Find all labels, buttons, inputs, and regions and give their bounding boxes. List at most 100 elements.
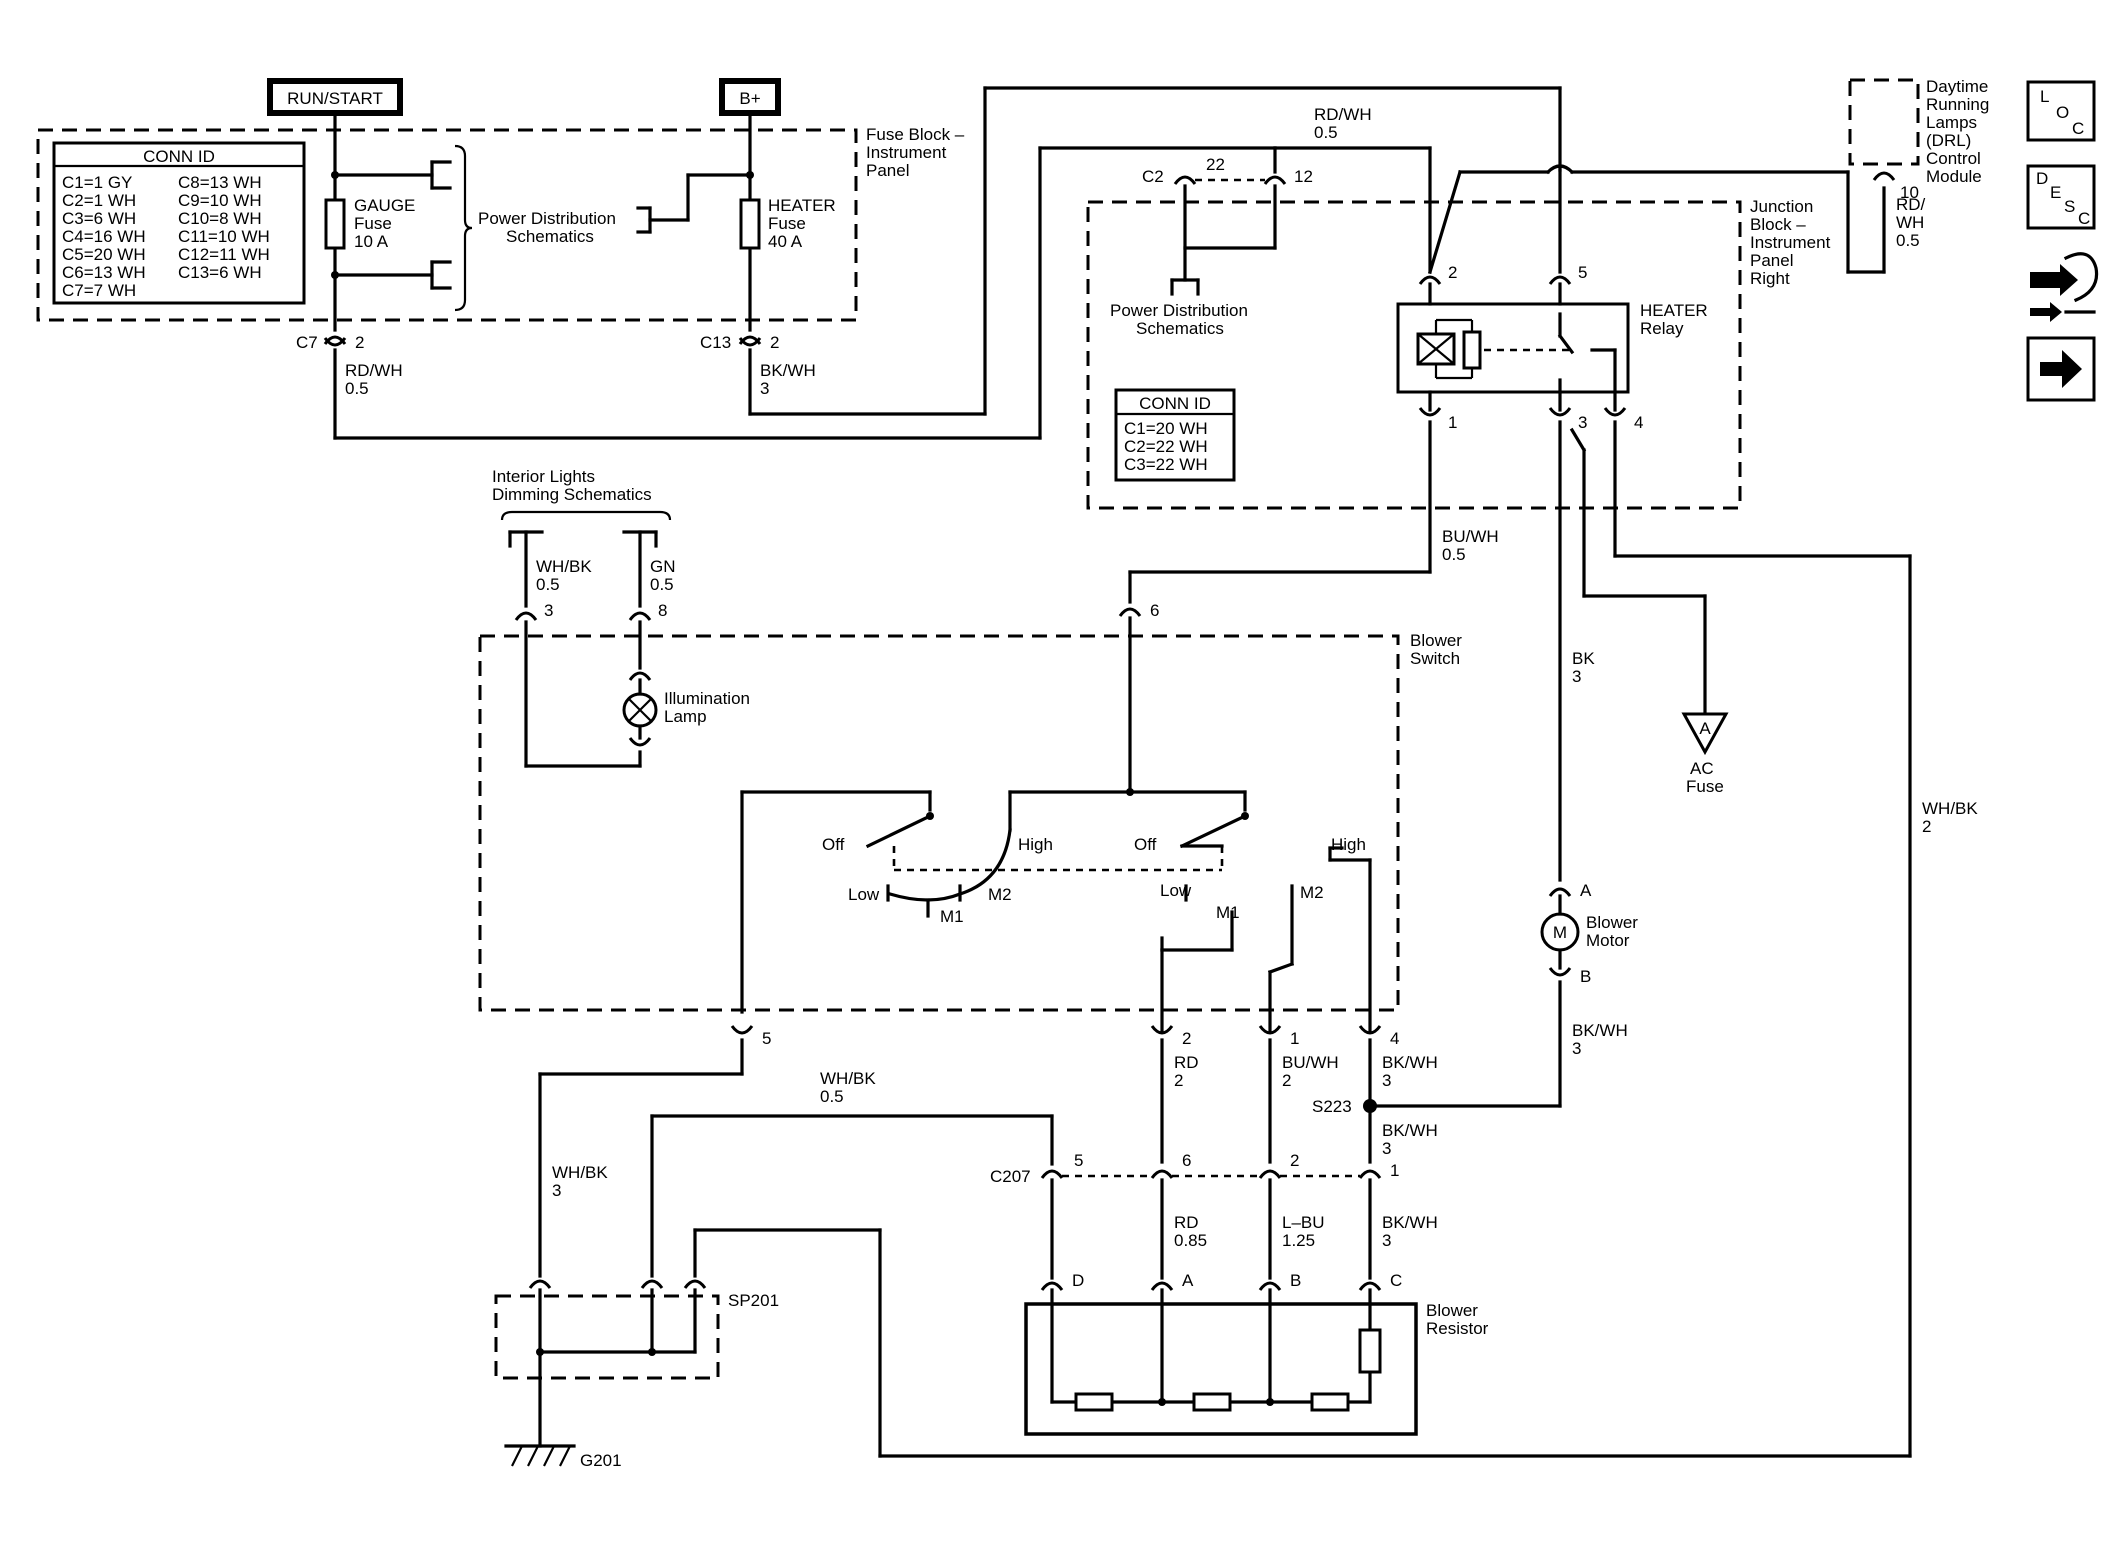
svg-text:Running: Running bbox=[1926, 95, 1989, 114]
connector-c13: C13 2 bbox=[700, 333, 779, 352]
svg-text:S223: S223 bbox=[1312, 1097, 1352, 1116]
svg-text:0.5: 0.5 bbox=[650, 575, 674, 594]
svg-text:GN: GN bbox=[650, 557, 676, 576]
resistor-pins: D A B C bbox=[1040, 1271, 1402, 1291]
svg-text:1.25: 1.25 bbox=[1282, 1231, 1315, 1250]
svg-text:C3=22 WH: C3=22 WH bbox=[1124, 455, 1208, 474]
svg-text:Control: Control bbox=[1926, 149, 1981, 168]
svg-text:L–BU: L–BU bbox=[1282, 1213, 1325, 1232]
svg-text:Low: Low bbox=[848, 885, 880, 904]
wire-wh-bk-05: WH/BK 0.5 bbox=[650, 1069, 1054, 1278]
power-distribution-ref-fuse-block: Power Distribution Schematics bbox=[454, 144, 752, 312]
svg-text:B: B bbox=[1290, 1271, 1301, 1290]
svg-text:GAUGE: GAUGE bbox=[354, 196, 415, 215]
svg-text:3: 3 bbox=[1382, 1139, 1391, 1158]
svg-text:D: D bbox=[2036, 169, 2048, 188]
svg-text:CONN ID: CONN ID bbox=[1139, 394, 1211, 413]
svg-text:C: C bbox=[2078, 209, 2090, 228]
svg-text:C4=16 WH: C4=16 WH bbox=[62, 227, 146, 246]
svg-text:M2: M2 bbox=[988, 885, 1012, 904]
drl-module: 10 Daytime Running Lamps (DRL) Control M… bbox=[1848, 77, 1989, 202]
svg-text:BK: BK bbox=[1572, 649, 1595, 668]
svg-text:3: 3 bbox=[544, 601, 553, 620]
svg-text:M1: M1 bbox=[940, 907, 964, 926]
svg-text:Low: Low bbox=[1160, 881, 1192, 900]
svg-text:1: 1 bbox=[1390, 1161, 1399, 1180]
next-arrow-icon[interactable] bbox=[2026, 336, 2096, 402]
svg-text:E: E bbox=[2050, 183, 2061, 202]
svg-text:C2=22 WH: C2=22 WH bbox=[1124, 437, 1208, 456]
svg-text:High: High bbox=[1331, 835, 1366, 854]
wire-bk-wh-3-switch: BK/WH 3 S223 BK/WH 3 bbox=[1312, 1038, 1562, 1164]
b-plus-header: B+ bbox=[719, 78, 781, 116]
svg-text:Motor: Motor bbox=[1586, 931, 1630, 950]
svg-text:Schematics: Schematics bbox=[506, 227, 594, 246]
svg-text:4: 4 bbox=[1390, 1029, 1399, 1048]
svg-text:2: 2 bbox=[1448, 263, 1457, 282]
svg-text:WH: WH bbox=[1896, 213, 1924, 232]
svg-text:C207: C207 bbox=[990, 1167, 1031, 1186]
svg-text:B: B bbox=[1580, 967, 1591, 986]
svg-text:5: 5 bbox=[1074, 1151, 1083, 1170]
svg-text:2: 2 bbox=[770, 333, 779, 352]
svg-text:C5=20 WH: C5=20 WH bbox=[62, 245, 146, 264]
svg-text:Dimming Schematics: Dimming Schematics bbox=[492, 485, 652, 504]
connector-c2: C2 22 12 bbox=[1142, 155, 1313, 186]
svg-text:Right: Right bbox=[1750, 269, 1790, 288]
svg-text:C10=8 WH: C10=8 WH bbox=[178, 209, 262, 228]
svg-text:HEATER: HEATER bbox=[1640, 301, 1708, 320]
svg-text:3: 3 bbox=[1572, 667, 1581, 686]
ac-fuse: A AC Fuse bbox=[1681, 712, 1729, 796]
svg-text:C12=11 WH: C12=11 WH bbox=[178, 245, 270, 264]
svg-text:Module: Module bbox=[1926, 167, 1982, 186]
svg-text:3: 3 bbox=[1572, 1039, 1581, 1058]
svg-text:Panel: Panel bbox=[1750, 251, 1793, 270]
power-distribution-ref-junction: Power Distribution Schematics bbox=[1110, 278, 1248, 338]
svg-text:0.5: 0.5 bbox=[1314, 123, 1338, 142]
svg-text:Resistor: Resistor bbox=[1426, 1319, 1489, 1338]
ground-g201: G201 bbox=[504, 1444, 622, 1470]
svg-text:2: 2 bbox=[1282, 1071, 1291, 1090]
blower-resistor: Blower Resistor bbox=[1024, 1288, 1489, 1436]
svg-text:M2: M2 bbox=[1300, 883, 1324, 902]
svg-text:0.5: 0.5 bbox=[1896, 231, 1920, 250]
svg-text:Interior Lights: Interior Lights bbox=[492, 467, 595, 486]
junction-block-label: Junction Block – Instrument Panel Right bbox=[1750, 197, 1831, 288]
svg-text:Off: Off bbox=[1134, 835, 1157, 854]
svg-text:Blower: Blower bbox=[1426, 1301, 1478, 1320]
switch-bottom-pins: 5 2 1 4 bbox=[730, 1025, 1399, 1048]
connector-end-view-icon[interactable] bbox=[2030, 252, 2099, 322]
loc-icon[interactable]: L O C bbox=[2026, 80, 2096, 142]
svg-text:S: S bbox=[2064, 197, 2075, 216]
blower-switch-boundary bbox=[478, 634, 1400, 1012]
svg-text:O: O bbox=[2056, 103, 2069, 122]
svg-text:Panel: Panel bbox=[866, 161, 909, 180]
svg-text:2: 2 bbox=[355, 333, 364, 352]
svg-text:C1=1 GY: C1=1 GY bbox=[62, 173, 132, 192]
svg-text:Schematics: Schematics bbox=[1136, 319, 1224, 338]
connector-c207: C207 5 6 2 1 bbox=[990, 1151, 1399, 1186]
svg-text:Fuse: Fuse bbox=[354, 214, 392, 233]
svg-text:A: A bbox=[1580, 881, 1592, 900]
svg-text:3: 3 bbox=[760, 379, 769, 398]
wire-rd-wh-relay: RD/WH 0.5 bbox=[1273, 105, 1432, 274]
svg-text:SP201: SP201 bbox=[728, 1291, 779, 1310]
desc-icon[interactable]: D E S C bbox=[2026, 164, 2096, 230]
svg-text:2: 2 bbox=[1290, 1151, 1299, 1170]
wire-bu-wh-2: BU/WH 2 bbox=[1268, 1038, 1339, 1164]
interior-lights-ref: Interior Lights Dimming Schematics WH/BK… bbox=[492, 467, 676, 621]
heater-relay: HEATER Relay bbox=[1396, 301, 1708, 394]
svg-text:0.5: 0.5 bbox=[820, 1087, 844, 1106]
svg-text:RD/WH: RD/WH bbox=[345, 361, 403, 380]
svg-text:B+: B+ bbox=[739, 89, 760, 108]
svg-text:10 A: 10 A bbox=[354, 232, 389, 251]
wire-drl: RD/ WH 0.5 bbox=[1428, 164, 1926, 274]
fuse-block-boundary bbox=[36, 128, 858, 322]
svg-text:WH/BK: WH/BK bbox=[552, 1163, 608, 1182]
svg-text:C6=13 WH: C6=13 WH bbox=[62, 263, 146, 282]
svg-text:Instrument: Instrument bbox=[1750, 233, 1831, 252]
svg-text:CONN ID: CONN ID bbox=[143, 147, 215, 166]
splice-sp201: SP201 bbox=[494, 1279, 779, 1448]
svg-text:8: 8 bbox=[658, 601, 667, 620]
